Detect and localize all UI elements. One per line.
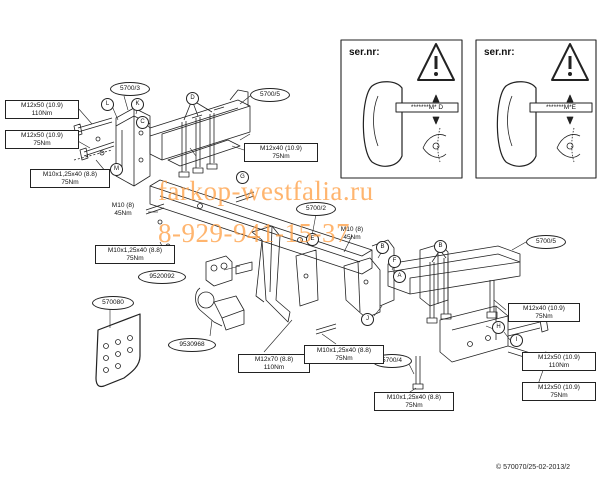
torque-spec-box: M10x1,25x40 (8.8) 75Nm	[30, 169, 110, 188]
left-bolts	[73, 117, 115, 161]
top-crossbar-bracket	[149, 89, 251, 167]
watermark-site: farkop-westfalia.ru	[158, 176, 374, 206]
torque-spec-box: M12x50 (10.9) 110Nm	[522, 352, 596, 371]
torque-value: 75Nm	[61, 178, 79, 186]
callout-e: E	[306, 233, 319, 246]
bolt-spec: M10x1,25x40 (8.8)	[42, 171, 98, 178]
torque-value: 75Nm	[535, 312, 553, 320]
bolt-spec: M12x70 (8.8)	[254, 356, 294, 363]
bolt-spec: M10 (8)	[340, 226, 364, 233]
part-number-5700-2: 5700/2	[296, 202, 336, 216]
torque-value: 110Nm	[263, 363, 285, 371]
bolt-spec: M12x40 (10.9)	[260, 145, 302, 152]
callout-d: D	[186, 92, 199, 105]
callout-j: J	[361, 313, 374, 326]
part-number-5700-5-right: 5700/5	[526, 235, 566, 249]
torque-spec-box: M10x1,25x40 (8.8) 75Nm	[374, 392, 454, 411]
callout-a: A	[393, 270, 406, 283]
bolt-spec: M12x50 (10.9)	[538, 384, 580, 391]
eye-icon	[422, 127, 581, 163]
callout-l: L	[101, 98, 114, 111]
torque-spec-box: M12x40 (10.9) 75Nm	[508, 303, 580, 322]
callout-m: M	[110, 163, 123, 176]
bolt-spec: M10x1,25x40 (8.8)	[107, 247, 163, 254]
torque-spec-box: M12x50 (10.9) 75Nm	[522, 382, 596, 401]
part-number-5700-5-top: 5700/5	[250, 88, 290, 102]
center-drop-bracket	[251, 225, 319, 323]
right-vertical-bolts	[426, 249, 498, 324]
bolt-spec: M12x50 (10.9)	[21, 102, 63, 109]
callout-i: I	[510, 334, 523, 347]
torque-value: 45Nm	[343, 233, 361, 241]
torque-value: 110Nm	[548, 361, 570, 369]
bolt-spec: M10x1,25x40 (8.8)	[316, 347, 372, 354]
torque-spec-box: M10x1,25x40 (8.8) 75Nm	[95, 245, 175, 264]
callout-f: F	[388, 255, 401, 268]
serial-panel-frames	[340, 39, 597, 179]
copyright-text: © 570070/25-02-2013/2	[496, 464, 571, 471]
right-side-bracket	[387, 243, 521, 307]
bolt-spec: M12x50 (10.9)	[538, 354, 580, 361]
part-number-5700-3: 5700/3	[110, 82, 150, 96]
torque-value: 45Nm	[114, 209, 132, 217]
socket-plate	[95, 313, 141, 388]
torque-spec-label: M10 (8) 45Nm	[334, 226, 370, 241]
part-number-9530968: 9530968	[168, 338, 216, 352]
warning-triangle-icon	[417, 43, 589, 81]
lower-bolts	[145, 191, 424, 390]
torque-value: 110Nm	[31, 109, 53, 117]
ball-neck	[195, 255, 253, 331]
torque-value: 75Nm	[335, 354, 353, 362]
torque-value: 75Nm	[405, 401, 423, 409]
serial-code-left: *******M* D	[410, 104, 444, 111]
callout-b-right: B	[434, 240, 447, 253]
torque-value: 75Nm	[126, 254, 144, 262]
serial-label-right: ser.nr:	[484, 47, 515, 58]
torque-spec-box: M12x50 (10.9) 75Nm	[5, 130, 79, 149]
bolt-spec: M12x50 (10.9)	[21, 132, 63, 139]
callout-h: H	[492, 321, 505, 334]
torque-value: 75Nm	[33, 139, 51, 147]
torque-value: 75Nm	[550, 391, 568, 399]
torque-spec-box: M12x40 (10.9) 75Nm	[244, 143, 318, 162]
callout-g: G	[236, 171, 249, 184]
arrow-icon	[432, 94, 574, 125]
bolt-spec: M10 (8)	[111, 202, 135, 209]
torque-spec-box: M12x70 (8.8) 110Nm	[238, 354, 310, 373]
torque-spec-label: M10 (8) 45Nm	[100, 202, 146, 217]
callout-c: C	[136, 116, 149, 129]
serial-code-right: *******M*E	[546, 104, 576, 111]
bolt-spec: M12x40 (10.9)	[523, 305, 565, 312]
torque-value: 75Nm	[272, 152, 290, 160]
vertical-bolts	[178, 99, 218, 178]
bolt-spec: M10x1,25x40 (8.8)	[386, 394, 442, 401]
callout-k: K	[131, 98, 144, 111]
serial-label-left: ser.nr:	[349, 47, 380, 58]
code-plate	[395, 102, 593, 113]
torque-spec-box: M10x1,25x40 (8.8) 75Nm	[304, 345, 384, 364]
bumper-outline	[362, 81, 537, 167]
callout-b-center: B	[376, 241, 389, 254]
part-number-9520092: 9520092	[138, 270, 186, 284]
torque-spec-box: M12x50 (10.9) 110Nm	[5, 100, 79, 119]
main-crossbar-beam	[149, 179, 373, 275]
watermark-phone: 8-929-941-15-37	[158, 218, 350, 248]
part-number-570080: 570080	[92, 296, 134, 310]
